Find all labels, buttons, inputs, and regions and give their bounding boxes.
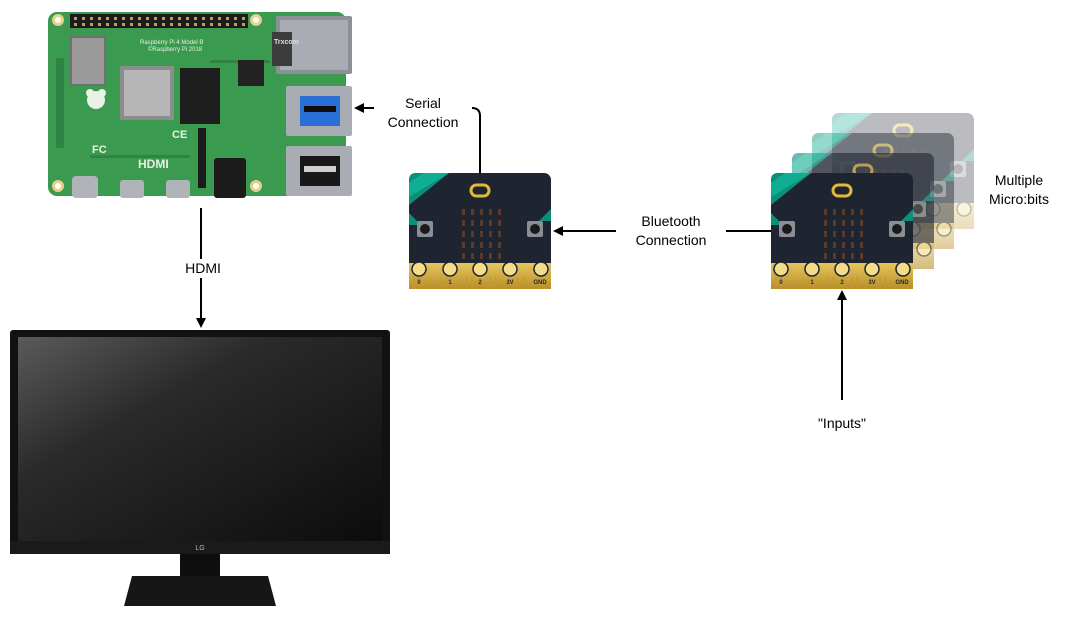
pi-year-text: ©Raspberry Pi 2018 [148, 46, 203, 53]
micro-hdmi-port-0 [120, 180, 144, 198]
pin-label-0: 0 [779, 280, 783, 286]
hdmi-silkscreen: HDMI [138, 157, 169, 171]
inputs-label: "Inputs" [817, 415, 867, 431]
monitor-stand [124, 576, 276, 606]
usb-controller-chip [238, 60, 264, 86]
lg-logo: LG [195, 545, 204, 552]
ethernet-transformer [272, 32, 292, 66]
micro-hdmi-port-1 [166, 180, 190, 198]
serial-connection-label: Serial Connection [374, 94, 472, 132]
fc-mark: FC [92, 144, 107, 156]
ce-mark: CE [172, 129, 187, 141]
pin-label-1: 1 [448, 280, 452, 286]
audio-jack [214, 158, 246, 198]
microbit-stack: 0 1 2 3V GND [769, 111, 976, 291]
bluetooth-connection-label: Bluetooth Connection [616, 212, 726, 250]
serial-label-line1: Serial [405, 95, 441, 111]
raspberry-logo [86, 89, 106, 109]
multiple-label-line1: Multiple [994, 172, 1044, 188]
bluetooth-label-line2: Connection [635, 232, 707, 248]
pin-label-gnd: GND [895, 280, 909, 286]
ram-chip [180, 68, 220, 124]
serial-connection-arrow [354, 103, 481, 174]
microbit-sender [769, 171, 915, 291]
hdmi-label: HDMI [178, 259, 228, 278]
pin-label-1: 1 [810, 280, 814, 286]
multiple-microbits-label: Multiple Micro:bits [975, 171, 1063, 209]
ethernet-chip-text: Trxcom [274, 39, 299, 46]
pin-label-gnd: GND [533, 280, 547, 286]
microbit-receiver: 0 1 2 3V GND [407, 171, 553, 291]
pi-model-text: Raspberry Pi 4 Model B [140, 40, 203, 46]
lg-monitor: LG [10, 330, 390, 606]
pin-label-2: 2 [840, 280, 844, 286]
usb-c-port [72, 176, 98, 198]
pin-label-2: 2 [478, 280, 482, 286]
serial-label-line2: Connection [387, 114, 459, 130]
bluetooth-label-line1: Bluetooth [641, 213, 701, 229]
csi-connector [198, 128, 206, 188]
raspberry-pi-board: Raspberry Pi 4 Model B ©Raspberry Pi 201… [48, 12, 352, 198]
pin-label-0: 0 [417, 280, 421, 286]
monitor-screen [18, 337, 382, 541]
multiple-label-line2: Micro:bits [989, 191, 1049, 207]
pin-label-3v: 3V [868, 280, 875, 286]
gpio-header [70, 14, 248, 28]
monitor-neck [180, 554, 220, 576]
pin-label-3v: 3V [506, 280, 513, 286]
